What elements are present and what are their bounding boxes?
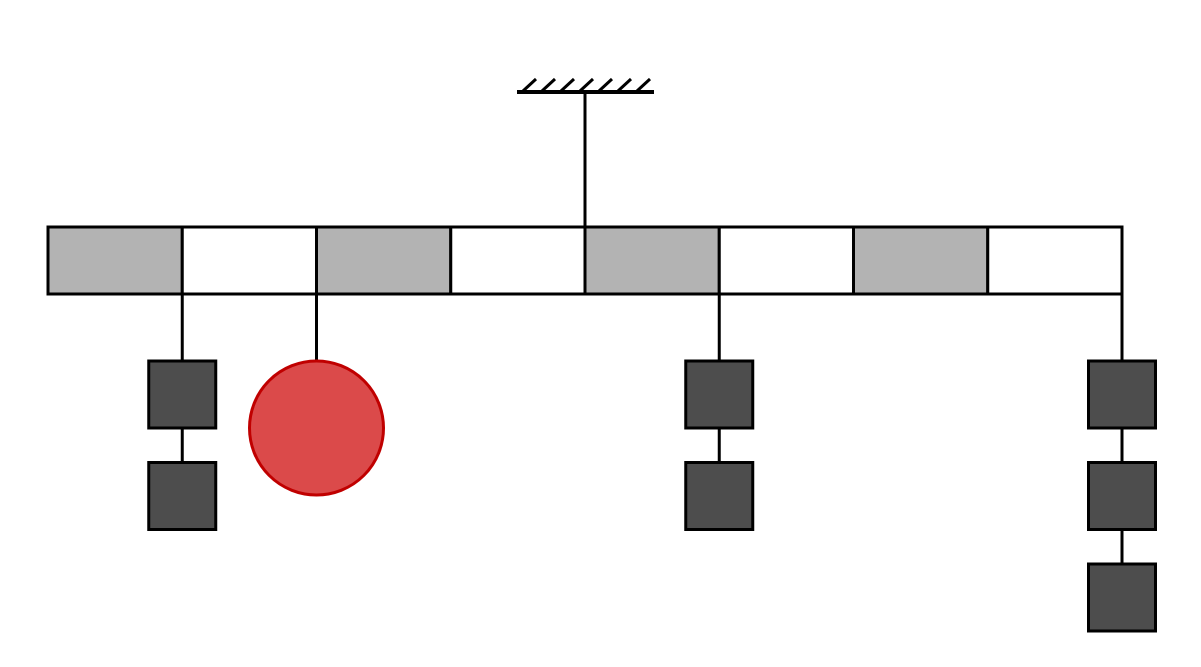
hatch-mark	[521, 77, 538, 93]
square-weight	[684, 461, 755, 531]
hanger-square	[147, 294, 218, 531]
hatch-mark	[559, 77, 576, 93]
hanger-square	[684, 294, 755, 531]
ceiling-mount	[517, 77, 654, 94]
hatch-mark	[578, 77, 595, 93]
beam-segment	[449, 225, 587, 296]
square-weight	[147, 359, 218, 430]
hatch-mark	[540, 77, 557, 93]
circle-weight	[248, 359, 385, 497]
square-weight	[1087, 461, 1157, 531]
beam-segment	[583, 225, 721, 296]
hatch-mark	[597, 77, 614, 93]
beam-segment	[180, 225, 318, 296]
beam	[46, 225, 1124, 296]
beam-segment	[315, 225, 453, 296]
square-weight	[1087, 562, 1157, 633]
square-weight	[147, 461, 218, 531]
square-weight	[684, 359, 755, 430]
beam-segment	[852, 225, 990, 296]
beam-segment	[986, 225, 1124, 296]
hanging-weights	[147, 294, 1157, 633]
beam-segment	[46, 225, 184, 296]
hatch-mark	[616, 77, 633, 93]
hanger-square	[1087, 294, 1157, 633]
beam-segment	[717, 225, 855, 296]
hanger-circle	[248, 294, 385, 497]
square-weight	[1087, 359, 1157, 430]
hatch-mark	[635, 77, 652, 93]
